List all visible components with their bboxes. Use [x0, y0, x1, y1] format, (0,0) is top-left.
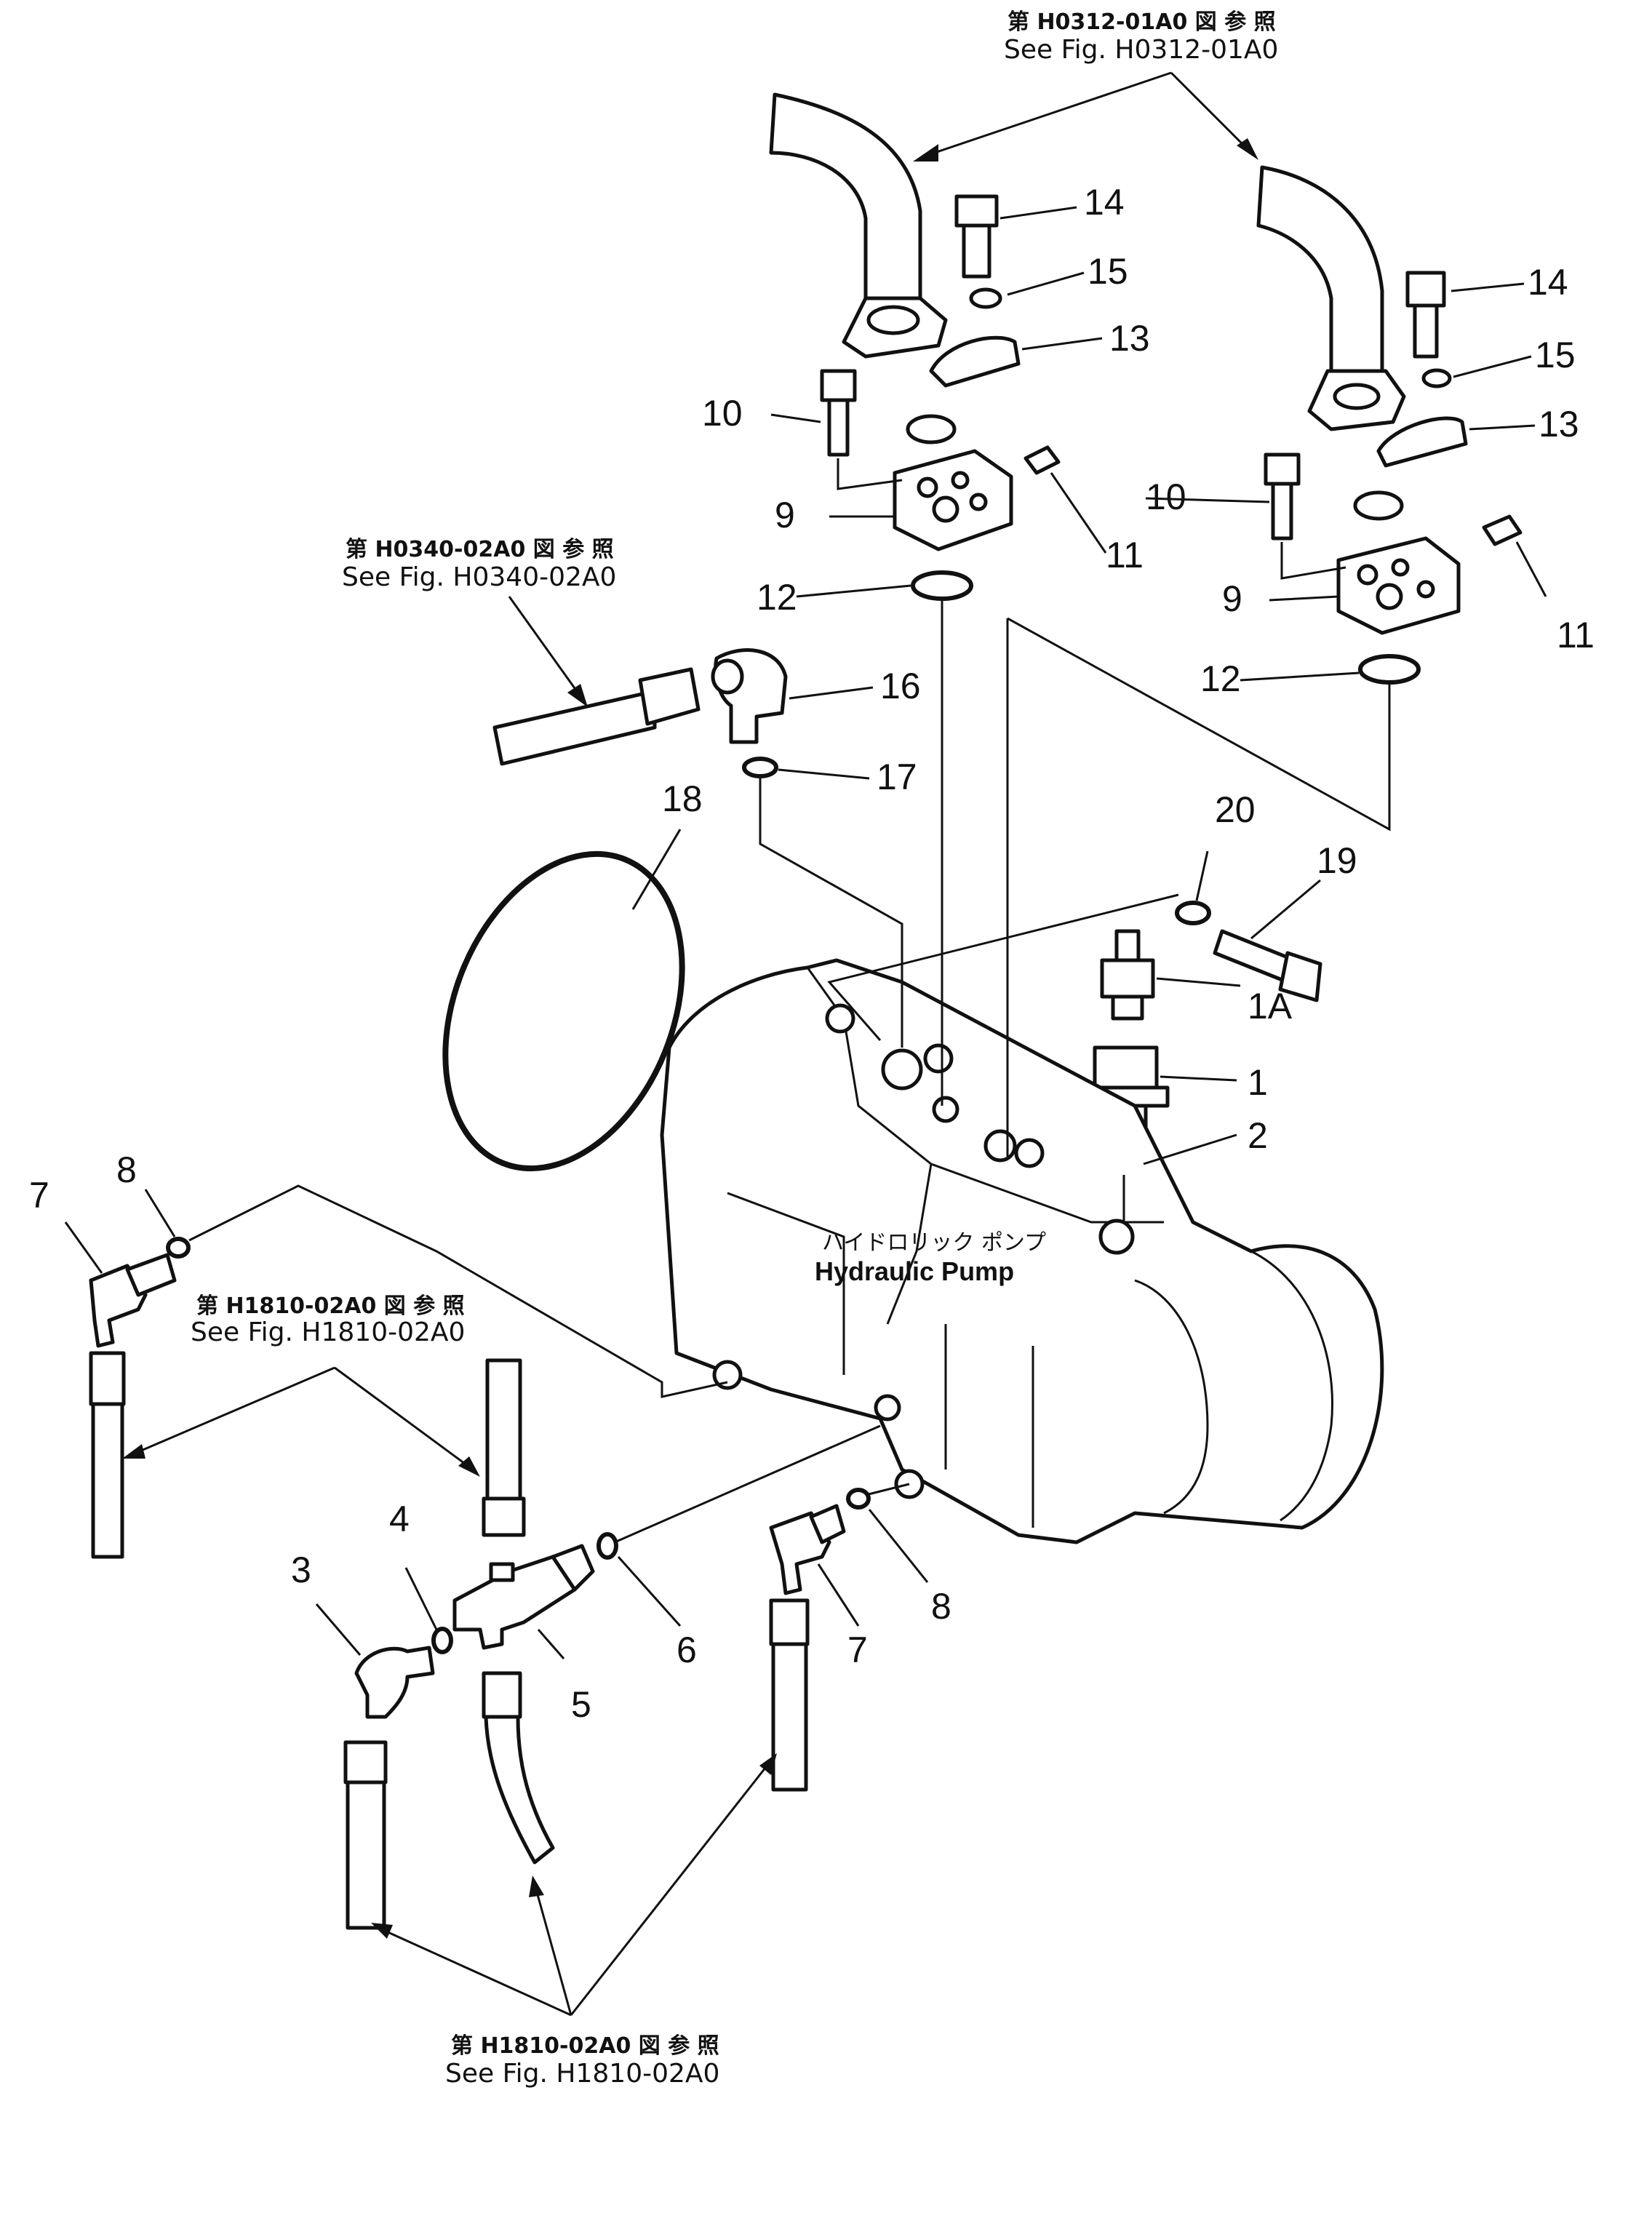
part-17-oring — [742, 757, 778, 778]
label-14-left: 14 — [1084, 182, 1125, 223]
label-6: 6 — [677, 1630, 697, 1670]
ref-left: 第 H0340-02A0 図 参 照 See Fig. H0340-02A0 — [342, 537, 616, 592]
part-15-washer-right — [1421, 368, 1452, 388]
ref-top: 第 H0312-01A0 図 参 照 See Fig. H0312-01A0 — [1004, 9, 1278, 65]
ref-mid: 第 H1810-02A0 図 参 照 See Fig. H1810-02A0 — [191, 1293, 465, 1347]
ref-left-jp: 第 H0340-02A0 図 参 照 — [346, 537, 614, 562]
ref-mid-en: See Fig. H1810-02A0 — [191, 1317, 465, 1347]
part-labels: 14 15 13 14 15 13 10 10 9 9 11 11 12 12 … — [29, 182, 1595, 1725]
label-15-right: 15 — [1535, 335, 1576, 375]
label-7-left: 7 — [29, 1175, 49, 1216]
part-11-plug-right — [1482, 514, 1523, 546]
part-19-bolt — [1213, 929, 1322, 1002]
label-3: 3 — [291, 1550, 311, 1590]
label-10-right: 10 — [1146, 477, 1186, 517]
part-10-bolt-left — [820, 369, 857, 457]
pipe-left-h1810 — [89, 1351, 126, 1559]
pipe-mid-h1810 — [482, 1358, 526, 1537]
label-8-left: 8 — [116, 1149, 137, 1190]
label-9-right: 9 — [1222, 578, 1242, 619]
part-12-oring-right — [1358, 654, 1421, 685]
ref-top-en: See Fig. H0312-01A0 — [1004, 35, 1278, 65]
label-12-left: 12 — [757, 577, 797, 618]
part-20-washer — [1175, 901, 1211, 925]
label-8-right: 8 — [931, 1586, 951, 1627]
part-6-oring — [596, 1532, 618, 1560]
label-1a: 1A — [1248, 986, 1293, 1026]
part-7-elbow-right — [769, 1504, 846, 1595]
hydraulic-pump-body: ハイドロリック ポンプ Hydraulic Pump — [660, 958, 1384, 1544]
label-11-right: 11 — [1557, 615, 1595, 655]
label-5: 5 — [571, 1684, 591, 1725]
leader-lines — [64, 71, 1547, 2017]
label-12-right: 12 — [1200, 658, 1241, 699]
part-5-tee-fitting — [452, 1544, 595, 1650]
part-14-bolt-right — [1405, 271, 1446, 359]
ref-top-jp: 第 H0312-01A0 図 参 照 — [1007, 9, 1276, 35]
part-8-oring-left — [166, 1237, 191, 1259]
label-13-left: 13 — [1109, 318, 1150, 359]
part-7-elbow-left — [89, 1253, 177, 1348]
label-7-right: 7 — [847, 1630, 868, 1670]
label-16: 16 — [880, 666, 921, 706]
part-18-large-oring — [442, 850, 685, 1172]
pump-title-jp: ハイドロリック ポンプ — [822, 1230, 1046, 1256]
ref-mid-jp: 第 H1810-02A0 図 参 照 — [196, 1293, 465, 1319]
label-2: 2 — [1248, 1115, 1268, 1156]
ref-left-en: See Fig. H0340-02A0 — [342, 562, 616, 592]
ref-bottom-jp: 第 H1810-02A0 図 参 照 — [451, 2033, 719, 2059]
label-19: 19 — [1317, 840, 1357, 881]
left-pipe-h0340 — [492, 667, 701, 766]
part-15-washer-left — [969, 287, 1002, 309]
pipe-bottom-left — [343, 1740, 388, 1930]
part-11-plug-left — [1023, 445, 1061, 475]
label-4: 4 — [389, 1499, 410, 1539]
label-13-right: 13 — [1539, 404, 1579, 444]
label-14-right: 14 — [1528, 262, 1568, 303]
part-9-flange-block-left — [893, 449, 1013, 551]
part-13-clamp-left — [929, 335, 1021, 388]
pipe-bottom-right — [769, 1598, 810, 1792]
label-11-left: 11 — [1106, 535, 1144, 575]
pipe-bottom-mid — [482, 1671, 555, 1865]
oring-right-upper — [1353, 490, 1404, 521]
part-9-flange-block-right — [1336, 536, 1461, 635]
part-14-bolt-left — [954, 194, 999, 279]
part-12-oring-left — [911, 570, 973, 601]
label-18: 18 — [662, 778, 703, 819]
part-3-elbow — [354, 1646, 435, 1719]
ref-bottom-en: See Fig. H1810-02A0 — [445, 2059, 719, 2089]
label-15-left: 15 — [1088, 251, 1128, 292]
label-10-left: 10 — [702, 393, 743, 434]
right-hose-flange-assembly — [1256, 165, 1406, 431]
oring-left-upper — [906, 414, 957, 444]
part-13-clamp-right — [1376, 416, 1468, 468]
part-8-oring-right — [846, 1488, 871, 1510]
part-4-oring — [431, 1627, 453, 1654]
label-17: 17 — [877, 757, 917, 797]
left-hose-flange-assembly — [769, 92, 948, 359]
label-9-left: 9 — [775, 495, 795, 535]
ref-bottom: 第 H1810-02A0 図 参 照 See Fig. H1810-02A0 — [445, 2033, 719, 2089]
label-1: 1 — [1248, 1062, 1268, 1103]
part-16-elbow-fitting — [711, 648, 788, 744]
label-20: 20 — [1215, 789, 1256, 830]
part-1a-fitting — [1100, 929, 1155, 1021]
pump-title-en: Hydraulic Pump — [815, 1256, 1014, 1286]
part-10-bolt-right — [1264, 452, 1301, 541]
